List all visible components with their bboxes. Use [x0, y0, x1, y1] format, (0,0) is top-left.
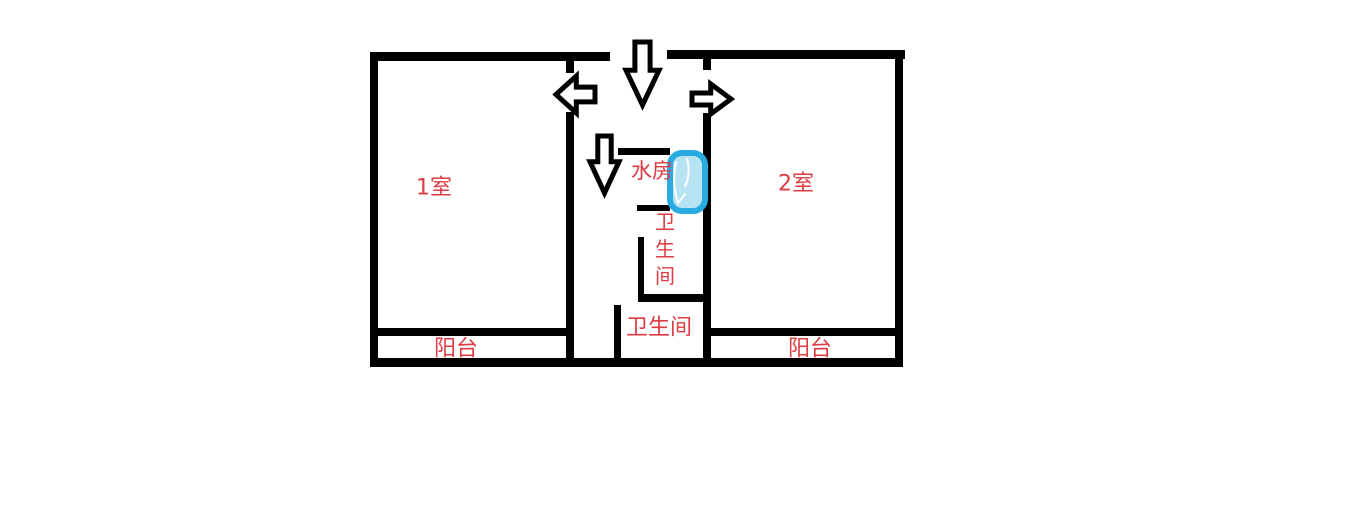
- corridor-left-top-stub: [566, 59, 574, 73]
- outer-right-wall: [895, 50, 903, 367]
- balcony-right-label: 阳台: [787, 336, 833, 362]
- room-2-label: 2室: [778, 171, 814, 197]
- water-room-top-wall: [618, 148, 670, 155]
- room-1-label: 1室: [416, 175, 452, 201]
- bathroom-lower-label: 卫生间: [625, 315, 693, 341]
- corridor-right-wall: [703, 113, 711, 365]
- outer-top-left-wall: [370, 52, 610, 61]
- outer-bottom-wall: [370, 358, 903, 367]
- balcony-right-divider: [710, 328, 897, 336]
- balcony-left-divider: [374, 328, 570, 336]
- room1-left-arrow: [552, 70, 598, 119]
- water-fixture-detail-line: [684, 158, 690, 187]
- room2-right-arrow: [689, 79, 736, 119]
- water-fixture: [667, 150, 708, 214]
- water-room-label: 水房: [631, 158, 673, 183]
- entry-down-arrow: [622, 39, 663, 111]
- outer-left-wall: [370, 52, 378, 367]
- balcony-left-label: 阳台: [433, 336, 479, 362]
- bathroom-upper-label: 卫生间: [651, 211, 676, 293]
- bathroom-lower-left-wall: [614, 305, 621, 361]
- corridor-down-arrow: [586, 133, 623, 199]
- bathroom-upper-left-wall: [638, 237, 644, 300]
- corridor-left-wall: [566, 112, 574, 365]
- water-room-bottom-wall: [637, 205, 670, 211]
- corridor-right-top-stub: [703, 57, 711, 70]
- outer-top-right-wall: [667, 50, 905, 59]
- bathroom-upper-bottom-wall: [638, 294, 705, 302]
- water-fixture-detail-line: [673, 161, 686, 206]
